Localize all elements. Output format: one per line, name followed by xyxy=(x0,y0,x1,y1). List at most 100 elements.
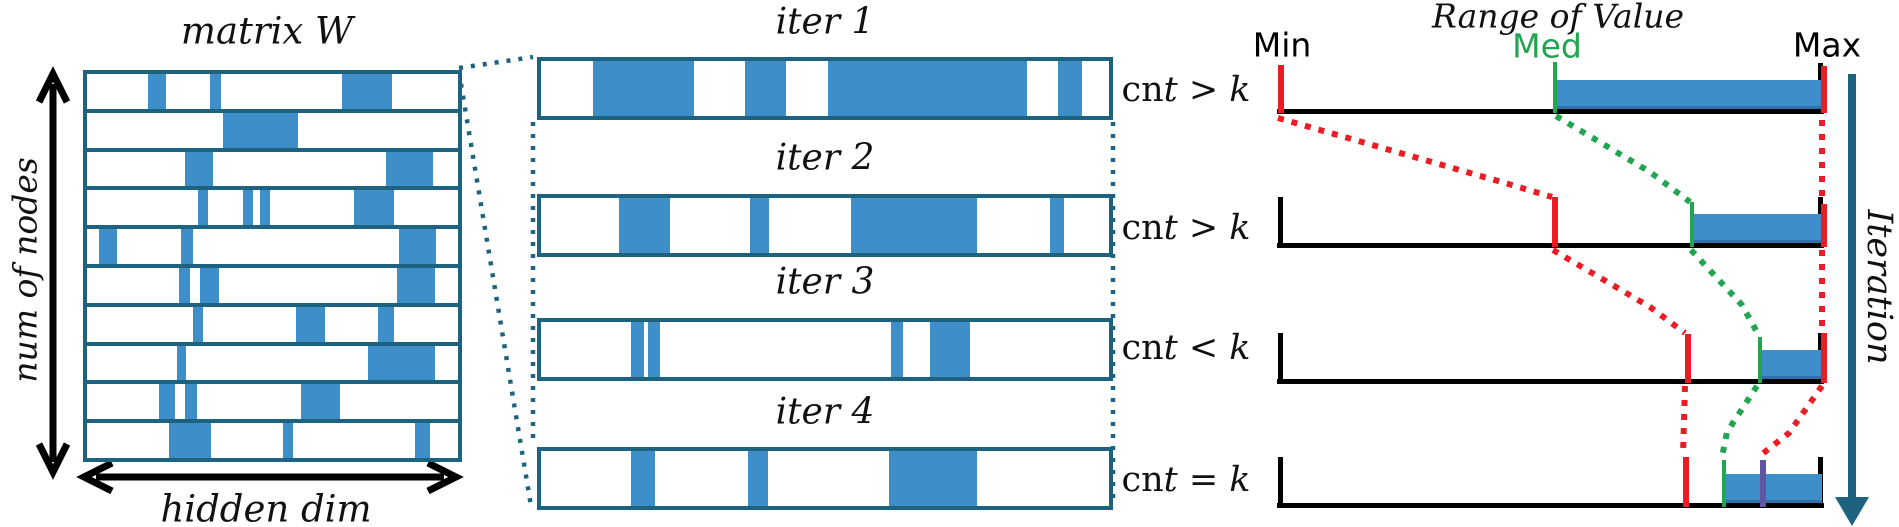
nonzero-weight-segment xyxy=(184,151,214,187)
matrix-row xyxy=(87,423,458,458)
nonzero-weight-segment xyxy=(198,190,209,226)
matrix-row xyxy=(87,151,458,191)
active-value-range-bar xyxy=(1760,350,1822,379)
med-label: Med xyxy=(1512,26,1582,66)
nonzero-weight-segment xyxy=(168,423,212,458)
nonzero-weight-segment xyxy=(222,112,298,148)
iteration-arrow-icon xyxy=(1835,74,1869,526)
iter-row-bar xyxy=(537,57,1113,120)
nonzero-weight-segment xyxy=(414,423,430,458)
count-condition-label: cnt > k xyxy=(1121,208,1251,248)
count-condition-label: cnt = k xyxy=(1121,460,1251,500)
max-label: Max xyxy=(1792,25,1862,65)
nonzero-weight-segment xyxy=(354,190,394,226)
matrix-row xyxy=(87,112,458,152)
remaining-candidate-segment xyxy=(748,451,768,506)
dotted-connector-lines xyxy=(456,54,1825,507)
matrix-row xyxy=(87,345,458,385)
nonzero-weight-segment xyxy=(178,267,191,303)
green-boundary-tick xyxy=(1690,202,1694,247)
nonzero-weight-segment xyxy=(295,306,326,342)
iter-row-bar xyxy=(537,318,1113,381)
red-boundary-tick xyxy=(1685,334,1691,383)
zoom-dotted-line xyxy=(458,54,534,71)
matrix-row xyxy=(87,74,458,113)
remaining-candidate-segment xyxy=(744,61,787,116)
nonzero-weight-segment xyxy=(159,384,176,420)
red-range-dotted-line xyxy=(1277,115,1553,200)
nonzero-weight-segment xyxy=(282,423,293,458)
count-condition-label: cnt > k xyxy=(1121,70,1251,110)
remaining-candidate-segment xyxy=(750,198,769,253)
weight-matrix xyxy=(83,70,462,462)
matrix-row xyxy=(87,267,458,307)
green-range-dotted-line xyxy=(1554,113,1692,205)
nonzero-weight-segment xyxy=(210,74,222,109)
axis-end-stub xyxy=(1278,197,1283,245)
remaining-candidate-segment xyxy=(889,451,977,506)
value-range-axis xyxy=(1277,379,1824,384)
value-range-axis xyxy=(1277,243,1824,248)
nonzero-weight-segment xyxy=(377,306,394,342)
nonzero-weight-segment xyxy=(184,384,197,420)
iter-label: iter 3 xyxy=(775,261,875,303)
num-of-nodes-double-arrow-icon xyxy=(35,66,71,480)
matrix-row xyxy=(87,306,458,346)
remaining-candidate-segment xyxy=(630,451,656,506)
nonzero-weight-segment xyxy=(98,229,117,264)
iter-label: iter 1 xyxy=(775,1,875,43)
min-label: Min xyxy=(1252,25,1312,65)
red-boundary-tick xyxy=(1821,204,1827,247)
red-boundary-tick xyxy=(1821,333,1827,383)
count-condition-label: cnt < k xyxy=(1121,328,1251,368)
matrix-row xyxy=(87,384,458,424)
iter-row-bar xyxy=(537,194,1113,257)
nonzero-weight-segment xyxy=(367,345,435,381)
remaining-candidate-segment xyxy=(618,198,670,253)
remaining-candidate-segment xyxy=(630,322,644,377)
active-value-range-bar xyxy=(1553,80,1822,109)
nonzero-weight-segment xyxy=(341,74,393,109)
iter-row-bar xyxy=(537,447,1113,510)
remaining-candidate-segment xyxy=(648,322,661,377)
value-range-axis xyxy=(1277,109,1824,114)
remaining-candidate-segment xyxy=(593,61,694,116)
axis-end-stub xyxy=(1278,333,1283,381)
remaining-candidate-segment xyxy=(1049,198,1064,253)
red-boundary-tick xyxy=(1278,65,1284,113)
iter-label: iter 2 xyxy=(775,137,875,179)
red-boundary-tick xyxy=(1683,457,1689,507)
nonzero-weight-segment xyxy=(176,345,187,381)
remaining-candidate-segment xyxy=(890,322,903,377)
red-range-dotted-line xyxy=(1551,247,1687,336)
green-range-dotted-line xyxy=(1719,384,1760,458)
matrix-row xyxy=(87,190,458,230)
nonzero-weight-segment xyxy=(300,384,340,420)
nonzero-weight-segment xyxy=(147,74,167,109)
zoom-dotted-line xyxy=(456,71,534,507)
remaining-candidate-segment xyxy=(929,322,970,377)
iter-label: iter 4 xyxy=(775,391,875,433)
remaining-candidate-segment xyxy=(850,198,977,253)
iteration-label: Iteration xyxy=(1859,209,1899,365)
hidden-dim-double-arrow-icon xyxy=(76,459,464,495)
nonzero-weight-segment xyxy=(397,267,435,303)
remaining-candidate-segment xyxy=(1058,61,1083,116)
red-range-dotted-line xyxy=(1680,385,1688,456)
green-boundary-tick xyxy=(1553,62,1557,113)
active-value-range-bar xyxy=(1693,214,1822,243)
matrix-row xyxy=(87,229,458,268)
nonzero-weight-segment xyxy=(398,229,437,264)
nonzero-weight-segment xyxy=(200,267,220,303)
green-boundary-tick xyxy=(1758,337,1762,383)
nonzero-weight-segment xyxy=(242,190,254,226)
active-value-range-bar xyxy=(1723,474,1822,503)
green-boundary-tick xyxy=(1722,460,1726,507)
green-range-dotted-line xyxy=(1688,247,1761,336)
matrix-title: matrix W xyxy=(180,9,354,53)
overlap-boundary-tick xyxy=(1760,460,1766,507)
red-range-dotted-line xyxy=(1759,384,1825,458)
nonzero-weight-segment xyxy=(180,229,194,264)
